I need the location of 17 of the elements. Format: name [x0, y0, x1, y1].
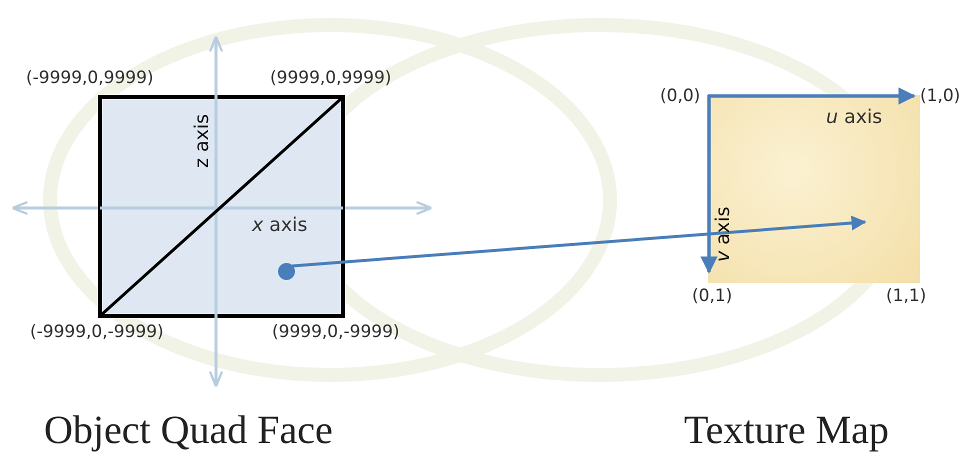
point-dot: [278, 263, 295, 280]
arrow: [292, 216, 866, 268]
coordinate-label: (0,0): [660, 88, 700, 105]
caption: Texture Map: [684, 410, 889, 450]
coordinate-label: (-9999,0,-9999): [30, 324, 164, 341]
axis-label: z axis: [193, 114, 212, 168]
coordinate-label: (9999,0,9999): [270, 70, 392, 87]
coordinate-label: (9999,0,-9999): [272, 324, 400, 341]
coordinate-label: (1,1): [886, 288, 926, 305]
axis-label: u axis: [826, 108, 882, 127]
axis-label: x axis: [252, 216, 308, 235]
caption: Object Quad Face: [44, 410, 333, 450]
coordinate-label: (0,1): [692, 288, 732, 305]
coordinate-label: (-9999,0,9999): [26, 70, 154, 87]
axis-label: v axis: [714, 206, 733, 262]
texture-map-square: [708, 95, 920, 283]
coordinate-label: (1,0): [920, 88, 960, 105]
